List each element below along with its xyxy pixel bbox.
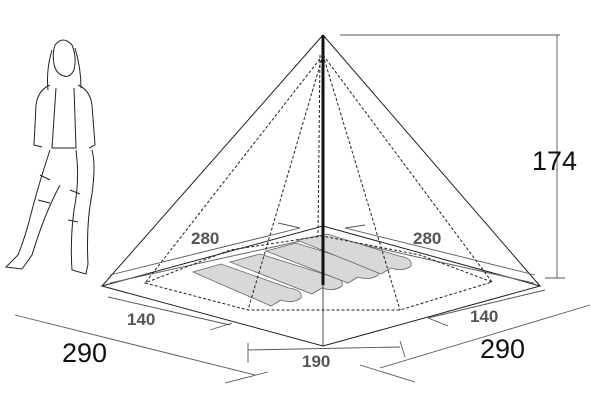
side-left-label: 140 (127, 310, 155, 329)
inner-tent-floor (143, 235, 494, 311)
width-left-label: 290 (62, 338, 107, 368)
dimension-lines (14, 34, 591, 384)
inner-left-label: 280 (191, 229, 219, 248)
sleeping-mats (191, 233, 412, 307)
width-right-label: 290 (480, 334, 525, 364)
inner-right-label: 280 (413, 229, 441, 248)
side-right-label: 140 (470, 307, 498, 326)
height-label: 174 (532, 146, 577, 176)
tent-walls (101, 34, 541, 346)
person-figure (4, 39, 96, 275)
front-label: 190 (302, 352, 330, 371)
inner-tent-walls (144, 54, 493, 311)
